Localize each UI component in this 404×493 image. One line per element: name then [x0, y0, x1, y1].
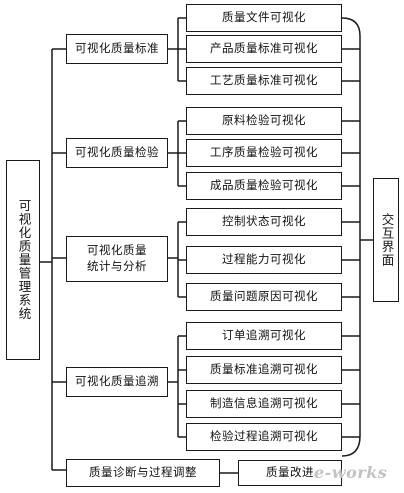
watermark-logo: e-works	[314, 463, 388, 482]
category-statistics-analysis: 可视化质量 统计与分析	[66, 236, 168, 282]
item-box: 原料检验可视化	[186, 107, 342, 135]
item-box: 质量问题原因可视化	[186, 283, 342, 311]
item-label: 工序质量检验可视化	[210, 145, 318, 160]
item-box: 质量文件可视化	[186, 4, 342, 32]
category-quality-traceability: 可视化质量追溯	[66, 367, 168, 397]
item-box: 成品质量检验可视化	[186, 172, 342, 200]
interface-label: 交互界面	[379, 213, 395, 267]
item-label: 成品质量检验可视化	[210, 178, 318, 193]
item-label: 制造信息追溯可视化	[210, 396, 318, 411]
root-label: 可视化质量管理系统	[16, 199, 32, 321]
category-quality-standard: 可视化质量标准	[66, 34, 168, 64]
item-label: 工艺质量标准可视化	[210, 73, 318, 88]
item-label: 过程能力可视化	[222, 252, 306, 267]
item-box: 订单追溯可视化	[186, 322, 342, 350]
item-box: 检验过程追溯可视化	[186, 423, 342, 451]
item-box: 质量改进	[238, 460, 342, 486]
category-label: 可视化质量 统计与分析	[87, 243, 147, 273]
item-label: 质量标准追溯可视化	[210, 362, 318, 377]
root-box: 可视化质量管理系统	[6, 160, 40, 360]
item-label: 检验过程追溯可视化	[210, 429, 318, 444]
item-box: 质量标准追溯可视化	[186, 356, 342, 384]
category-label: 可视化质量追溯	[75, 374, 159, 389]
item-label: 质量改进	[266, 465, 314, 480]
item-box: 工艺质量标准可视化	[186, 67, 342, 95]
category-diagnosis-adjustment: 质量诊断与过程调整	[66, 459, 220, 487]
category-label: 可视化质量标准	[75, 41, 159, 56]
category-label: 质量诊断与过程调整	[89, 465, 197, 480]
item-box: 过程能力可视化	[186, 246, 342, 274]
category-quality-inspection: 可视化质量检验	[66, 138, 168, 168]
item-label: 原料检验可视化	[222, 113, 306, 128]
item-label: 产品质量标准可视化	[210, 41, 318, 56]
interface-box: 交互界面	[373, 178, 399, 302]
category-label: 可视化质量检验	[75, 145, 159, 160]
item-label: 质量文件可视化	[222, 10, 306, 25]
item-box: 制造信息追溯可视化	[186, 390, 342, 418]
item-label: 控制状态可视化	[222, 214, 306, 229]
item-box: 工序质量检验可视化	[186, 139, 342, 167]
item-box: 控制状态可视化	[186, 208, 342, 236]
item-label: 质量问题原因可视化	[210, 289, 318, 304]
item-box: 产品质量标准可视化	[186, 35, 342, 63]
item-label: 订单追溯可视化	[222, 328, 306, 343]
